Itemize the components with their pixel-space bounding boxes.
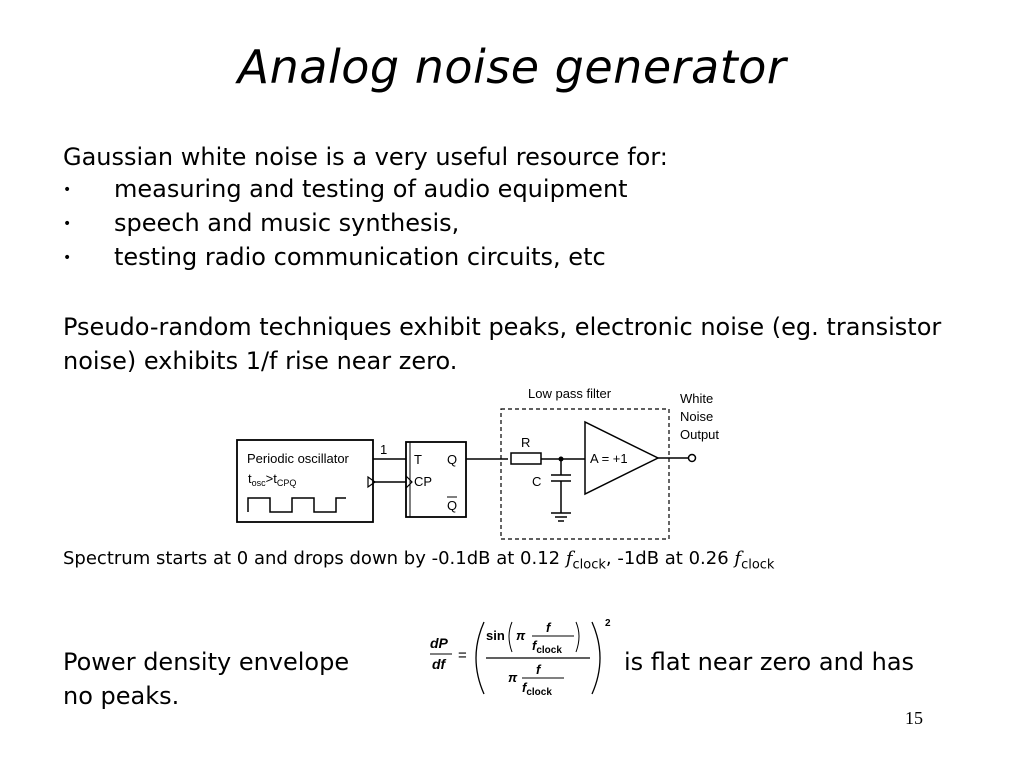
spectrum-sub-1: clock	[572, 557, 606, 573]
spectrum-part-2: , -1dB at 0.26	[605, 548, 735, 569]
list-item: • testing radio communication circuits, e…	[63, 240, 628, 274]
formula-lhs-num: dP	[430, 635, 449, 651]
spectrum-text: Spectrum starts at 0 and drops down by -…	[63, 548, 774, 573]
spectrum-part-1: Spectrum starts at 0 and drops down by -…	[63, 548, 566, 569]
formula-pi-2: π	[508, 670, 518, 685]
power-density-formula: dP df = sin π f fclock π f fclock 2	[430, 618, 611, 698]
wire-label: 1	[380, 442, 387, 457]
resistor-label: R	[521, 435, 530, 450]
bullet-glyph: •	[63, 216, 72, 232]
amplifier-label: A = +1	[590, 451, 628, 466]
clock-arrow-icon	[405, 474, 413, 490]
power-density-suffix-2: no peaks.	[63, 682, 180, 710]
capacitor-label: C	[532, 474, 541, 489]
formula-f-2: f	[536, 662, 542, 677]
power-density-suffix: is flat near zero and has	[624, 648, 915, 676]
square-wave-icon	[247, 497, 346, 513]
formula-sin: sin	[486, 628, 505, 643]
filter-label: Low pass filter	[528, 386, 612, 401]
formula-left-paren	[475, 621, 485, 695]
filter-box	[500, 408, 670, 540]
timing-label: tosc>tCPQ	[248, 471, 296, 488]
formula-lhs-den: df	[432, 656, 447, 672]
slide-title: Analog noise generator	[237, 40, 787, 94]
flipflop-t: T	[414, 452, 422, 467]
output-terminal	[687, 453, 697, 463]
formula-exponent: 2	[605, 618, 611, 629]
bullet-text: testing radio communication circuits, et…	[114, 243, 606, 271]
formula-right-paren	[591, 621, 601, 695]
bullet-list: • measuring and testing of audio equipmen…	[63, 172, 628, 274]
formula-inner-left-paren	[508, 621, 513, 653]
output-label-line-2: Noise	[680, 409, 713, 424]
arrow-icon	[367, 475, 377, 489]
formula-equals: =	[458, 647, 467, 664]
formula-pi: π	[516, 628, 526, 643]
output-label-line-1: White	[680, 391, 713, 406]
formula-f: f	[546, 620, 552, 635]
list-item: • speech and music synthesis,	[63, 206, 628, 240]
flipflop-qbar: Q	[447, 498, 457, 513]
bullet-text: measuring and testing of audio equipment	[114, 175, 628, 203]
formula-fclock-2: fclock	[522, 680, 552, 698]
formula-inner-right-paren	[575, 621, 580, 653]
bullet-glyph: •	[63, 250, 72, 266]
output-label-line-3: Output	[680, 427, 719, 442]
spectrum-sub-2: clock	[741, 557, 775, 573]
page-number: 15	[905, 708, 923, 728]
resistor	[510, 452, 542, 465]
power-density-label: Power density envelope	[63, 648, 350, 676]
bullet-text: speech and music synthesis,	[114, 209, 460, 237]
amplifier-triangle	[584, 420, 660, 496]
oscillator-label: Periodic oscillator	[247, 451, 350, 466]
bullet-glyph: •	[63, 182, 72, 198]
spectrum-f-1: f	[565, 548, 573, 569]
pseudo-random-text: Pseudo-random techniques exhibit peaks, …	[63, 313, 942, 375]
list-item: • measuring and testing of audio equipmen…	[63, 172, 628, 206]
flipflop-cp: CP	[414, 474, 432, 489]
noise-generator-circuit: Periodic oscillator tosc>tCPQ 1 T Q CP Q…	[236, 386, 719, 540]
spectrum-f-2: f	[734, 548, 742, 569]
formula-fclock: fclock	[532, 638, 562, 656]
flipflop-q: Q	[447, 452, 457, 467]
intro-text: Gaussian white noise is a very useful re…	[63, 143, 668, 171]
